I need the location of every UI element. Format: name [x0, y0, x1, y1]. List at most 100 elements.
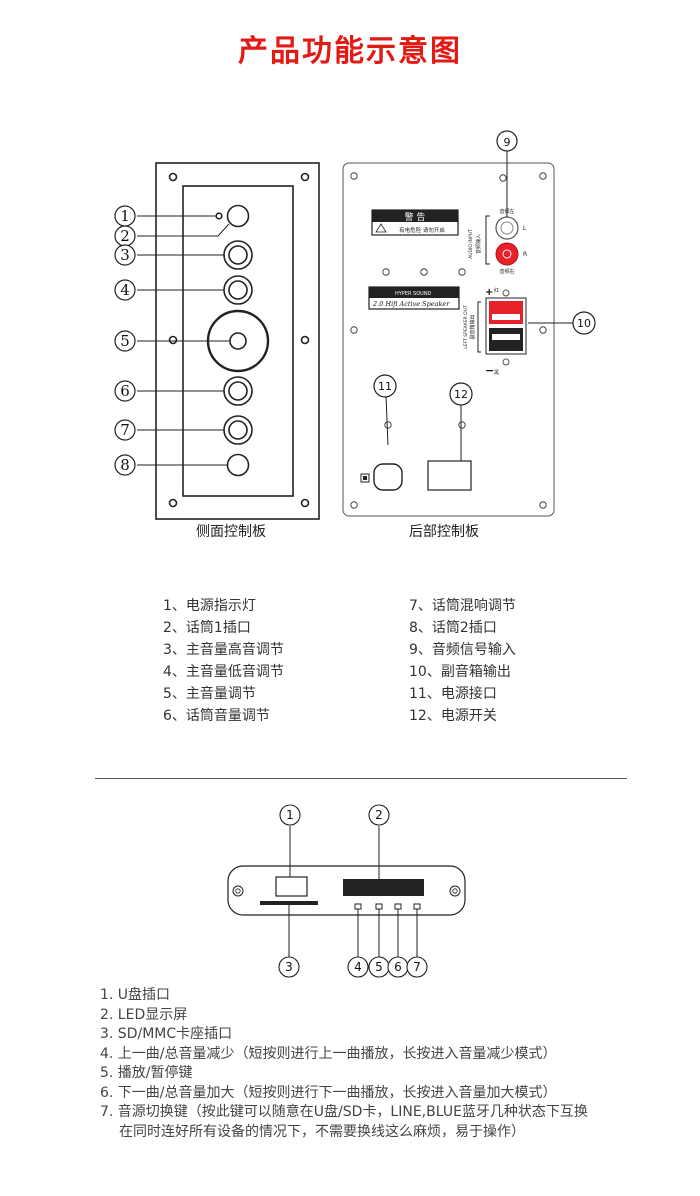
l-label: L — [523, 225, 527, 232]
list-item: 2. LED显示屏 — [100, 1006, 188, 1023]
screw-hole — [168, 172, 178, 182]
callout-9: 9 — [504, 136, 511, 149]
callout-6: 6 — [120, 382, 130, 400]
warning-sub-text: 有电危险 请勿开启 — [399, 226, 445, 234]
rear-control-panel: 警 告 有电危险 请勿开启 HYPER SOUND 2.0 Hifi Activ… — [342, 162, 555, 517]
screw-hole — [168, 335, 178, 345]
bass-knob-inner — [228, 280, 248, 300]
side-leader-lines — [137, 215, 230, 466]
list-item: 6. 下一曲/总音量加大（短按则进行下一曲播放，长按进入音量加大模式） — [100, 1084, 557, 1101]
mode-button — [413, 903, 421, 910]
module-callout-1: 1 — [286, 808, 294, 822]
page-title: 产品功能示意图 — [238, 34, 462, 69]
list-item: 1. U盘插口 — [100, 987, 171, 1003]
rca-left-jack — [495, 216, 519, 240]
red-label: 红 — [494, 287, 499, 294]
module-callout-numbers: 1 2 3 4 5 6 7 — [285, 808, 421, 974]
power-switch — [427, 460, 472, 491]
warning-icon — [375, 223, 387, 233]
side-panel-caption: 侧面控制板 — [196, 524, 266, 540]
module-callout-6: 6 — [394, 960, 402, 974]
speaker-out-en: LEFT SPEAKER OUT — [463, 305, 469, 349]
rear-leader-lines — [385, 151, 574, 461]
minus-label: − — [485, 364, 494, 377]
module-leader-lines — [288, 826, 418, 957]
module-callout-7: 7 — [413, 960, 421, 974]
list-item: 7. 音源切换键（按此键可以随意在U盘/SD卡，LINE,BLUE蓝牙几种状态下… — [100, 1104, 588, 1120]
mic2-jack — [226, 453, 250, 477]
side-callout-numbers: 1 2 3 4 5 6 7 8 — [120, 207, 130, 474]
brand-text: 2.0 Hifi Active Speaker — [372, 300, 450, 308]
warning-label-text: 警 告 — [405, 211, 426, 223]
next-button — [394, 903, 402, 910]
module-callout-2: 2 — [375, 808, 383, 822]
callout-8: 8 — [120, 456, 130, 474]
list-item: 8、话筒2插口 — [409, 620, 497, 636]
functions-right-list: 7、话筒混响调节 8、话筒2插口 9、音频信号输入 10、副音箱输出 11、电源… — [409, 595, 516, 727]
screw-hole — [300, 498, 310, 508]
rear-screw-holes — [350, 172, 547, 509]
list-item: 5. 播放/暂停键 — [100, 1065, 193, 1081]
screw-hole — [300, 172, 310, 182]
callout-3: 3 — [120, 246, 130, 264]
black-label: 黑 — [494, 370, 499, 376]
rear-callout-numbers: 9 10 11 12 — [378, 136, 591, 401]
callout-4: 4 — [120, 281, 130, 299]
callout-11: 11 — [378, 380, 392, 393]
list-item: 在同时连好所有设备的情况下，不需要换线这么麻烦，易于操作） — [119, 1123, 525, 1140]
list-item: 10、副音箱输出 — [409, 664, 511, 680]
power-led-icon — [215, 212, 223, 220]
plus-label: + — [485, 287, 493, 298]
section-divider — [95, 778, 627, 779]
audio-input-label: 音频输入 — [475, 234, 482, 254]
list-item: 1、电源指示灯 — [163, 598, 256, 614]
list-item: 2、话筒1插口 — [163, 620, 251, 636]
module-screw — [232, 885, 244, 897]
list-item: 3. SD/MMC卡座插口 — [100, 1026, 233, 1042]
module-callout-5: 5 — [375, 960, 383, 974]
player-module — [227, 865, 466, 916]
list-item: 5、主音量调节 — [163, 686, 256, 702]
functions-left-list: 1、电源指示灯 2、话筒1插口 3、主音量高音调节 4、主音量低音调节 5、主音… — [163, 595, 284, 727]
treble-knob-inner — [228, 245, 248, 265]
callout-7: 7 — [120, 421, 130, 439]
callout-5: 5 — [120, 332, 130, 350]
player-functions-list: 1. U盘插口 2. LED显示屏 3. SD/MMC卡座插口 4. 上一曲/总… — [100, 986, 588, 1142]
screw-hole — [300, 335, 310, 345]
volume-knob-inner — [229, 332, 247, 350]
list-item: 4. 上一曲/总音量减少（短按则进行上一曲播放，长按进入音量减少模式） — [100, 1045, 557, 1062]
list-item: 7、话筒混响调节 — [409, 598, 516, 614]
rear-callout-circles — [373, 130, 596, 406]
prev-button — [354, 903, 362, 910]
list-item: 6、话筒音量调节 — [163, 708, 270, 724]
led-display — [343, 879, 424, 896]
callout-12: 12 — [454, 388, 468, 401]
rca-right-jack — [495, 242, 519, 266]
audio-right-label: 音频右 — [499, 268, 514, 275]
list-item: 9、音频信号输入 — [409, 642, 516, 658]
list-item: 12、电源开关 — [409, 708, 497, 724]
list-item: 4、主音量低音调节 — [163, 664, 284, 680]
rear-panel-caption: 后部控制板 — [409, 524, 479, 540]
audio-input-en: AUDIO INPUT — [468, 229, 474, 259]
callout-2: 2 — [120, 227, 130, 245]
brand-small-text: HYPER SOUND — [395, 291, 432, 297]
play-pause-button — [375, 903, 383, 910]
speaker-red-terminal — [489, 301, 523, 324]
echo-knob-inner — [228, 420, 248, 440]
module-callout-4: 4 — [354, 960, 362, 974]
module-callout-circles — [278, 804, 428, 978]
screw-hole — [168, 498, 178, 508]
usb-port — [275, 876, 308, 897]
list-item: 3、主音量高音调节 — [163, 642, 284, 658]
callout-10: 10 — [577, 317, 591, 330]
list-item: 11、电源接口 — [409, 686, 497, 702]
module-callout-3: 3 — [285, 960, 293, 974]
module-screw — [449, 885, 461, 897]
r-label: R — [523, 251, 527, 258]
callout-1: 1 — [120, 207, 130, 225]
side-callout-circles — [114, 205, 136, 476]
mic-volume-knob-inner — [228, 381, 248, 401]
power-socket — [373, 463, 403, 491]
